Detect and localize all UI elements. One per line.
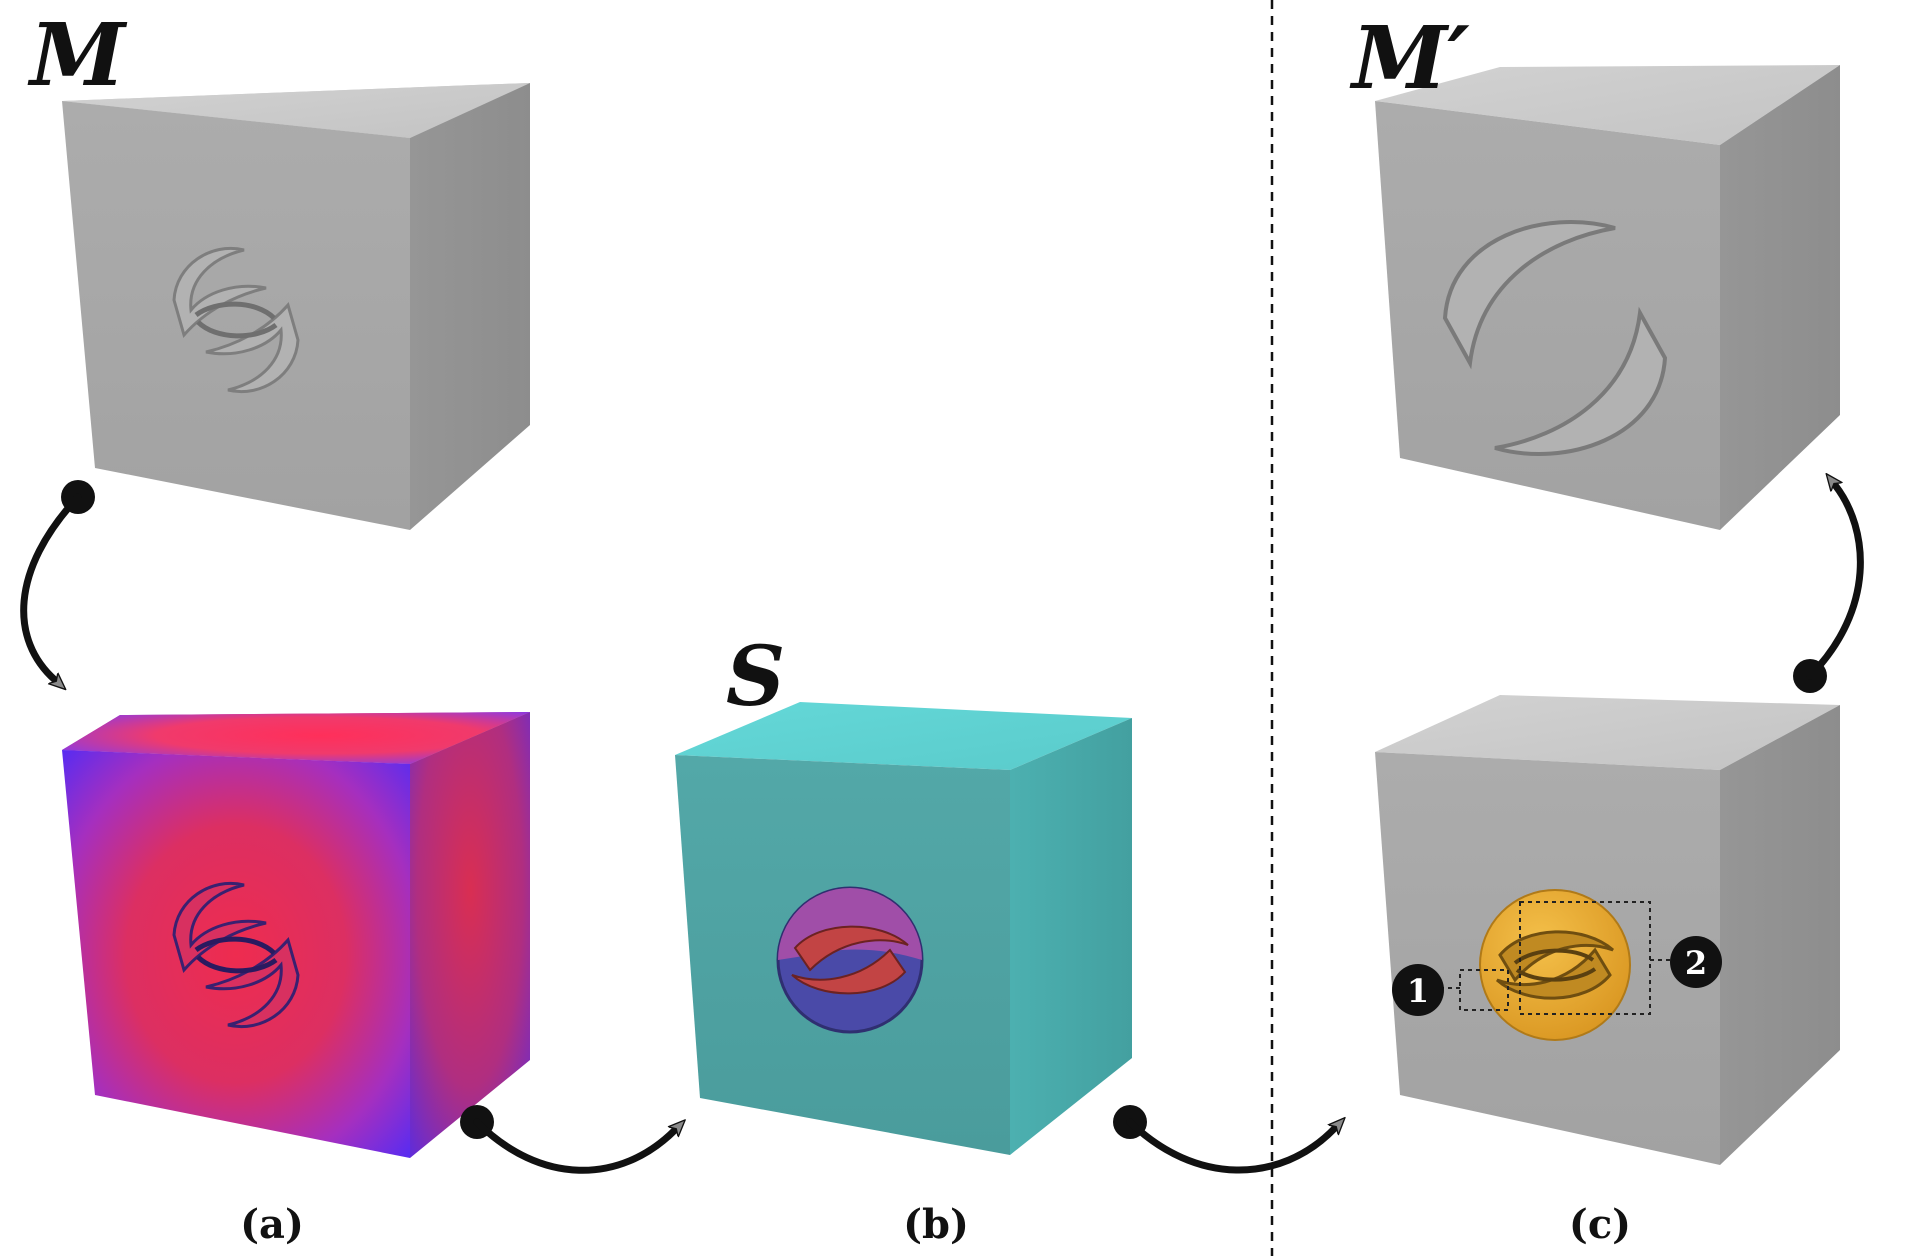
arrow-heatmap-to-s <box>460 1105 675 1174</box>
cube-heatmap-logo <box>172 882 300 1028</box>
cube-s-side <box>1010 718 1132 1155</box>
badge-1-label: 1 <box>1407 972 1429 1010</box>
cube-m-prime-logo <box>1442 220 1668 456</box>
cube-gold-side <box>1720 705 1840 1165</box>
cube-heatmap-front <box>62 750 410 1158</box>
cube-m-front <box>62 101 410 530</box>
label-m: M <box>27 5 128 106</box>
arrow-m-to-heatmap <box>20 480 95 680</box>
caption-b: (b) <box>903 1201 969 1248</box>
cube-m <box>62 83 530 530</box>
arrow-gold-to-m-prime <box>1793 485 1864 693</box>
callout-box-2 <box>1519 901 1651 1015</box>
cube-gold-logo <box>1479 889 1631 1041</box>
cube-m-prime <box>1375 65 1840 530</box>
cube-s <box>675 702 1132 1155</box>
badge-2-label: 2 <box>1685 944 1707 982</box>
badge-1: 1 <box>1392 964 1444 1016</box>
cube-heatmap-side <box>410 712 530 1158</box>
cube-m-side <box>410 83 530 530</box>
cube-s-top <box>675 702 1132 770</box>
cube-gold: 1 2 <box>1375 695 1840 1165</box>
cube-m-prime-top <box>1375 65 1840 145</box>
cube-m-prime-front <box>1375 101 1720 530</box>
badge-2: 2 <box>1670 936 1722 988</box>
label-s: S <box>726 629 785 725</box>
label-m-prime: M′ <box>1349 8 1470 109</box>
arrow-s-to-gold <box>1113 1105 1335 1174</box>
cube-m-prime-side <box>1720 65 1840 530</box>
caption-a: (a) <box>240 1201 304 1248</box>
callout-box-1 <box>1459 969 1509 1011</box>
cube-gold-top <box>1375 695 1840 770</box>
cube-s-logo <box>776 886 924 1034</box>
caption-c: (c) <box>1569 1201 1631 1248</box>
cube-m-logo <box>172 247 300 393</box>
cube-heatmap <box>62 712 530 1158</box>
